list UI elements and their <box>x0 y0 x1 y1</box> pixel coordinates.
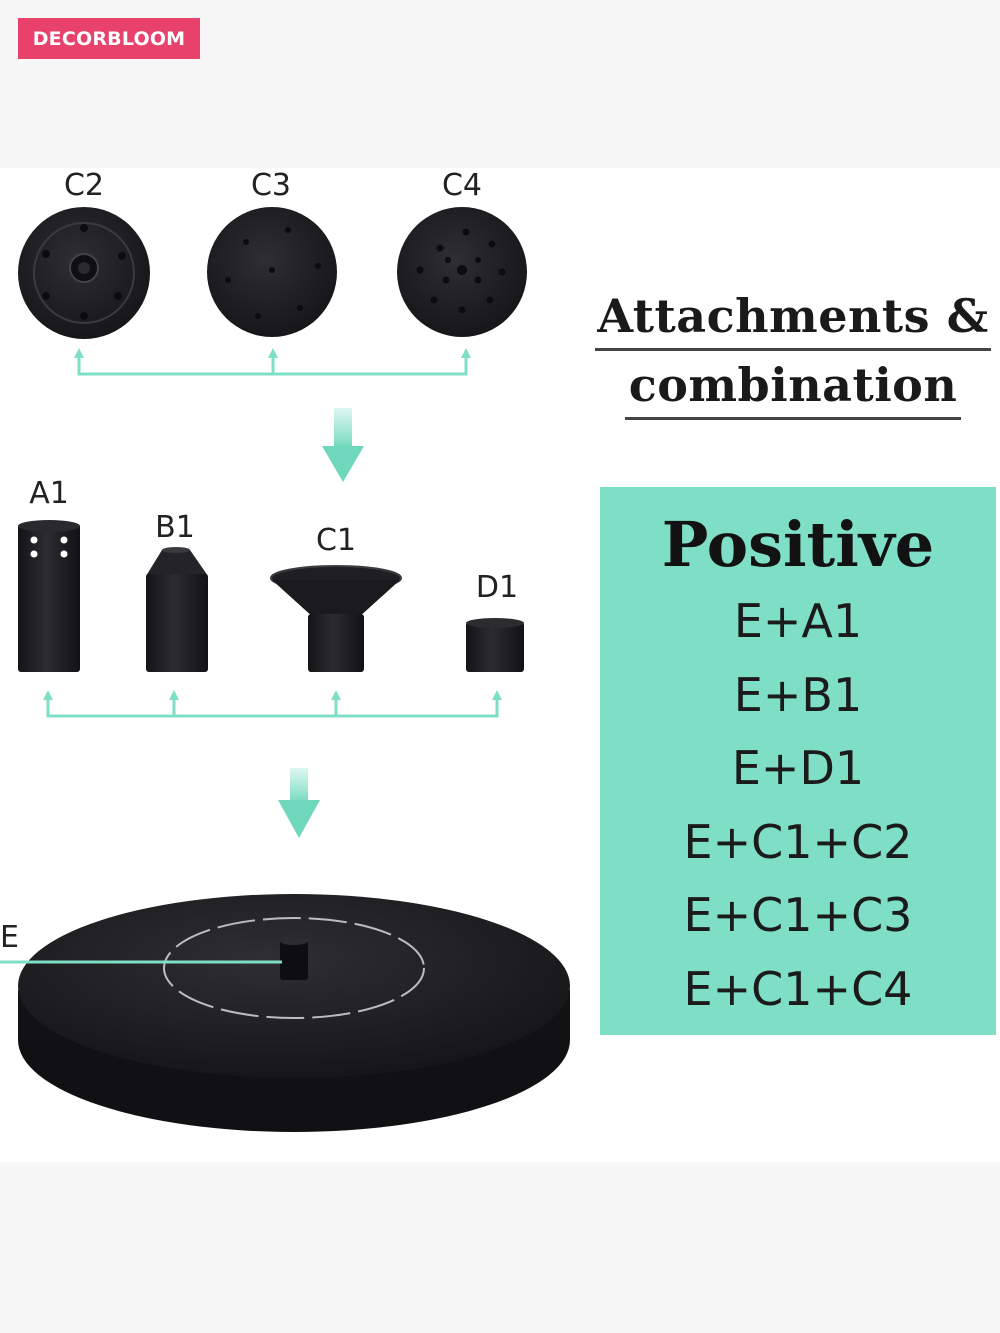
label-d1: D1 <box>475 570 519 605</box>
combination-item: E+D1 <box>731 741 865 795</box>
heading-line-2: combination <box>624 355 962 420</box>
combination-item: E+C1+C3 <box>683 888 913 942</box>
label-b1: B1 <box>155 510 195 545</box>
combination-item: E+B1 <box>733 667 863 722</box>
bracket-middle <box>46 698 499 718</box>
nozzle-d1 <box>466 618 524 672</box>
nozzle-b1 <box>146 547 208 672</box>
product-image: C2 C3 C4 A1 B1 C1 D1 E Attachments & com… <box>0 168 1000 1162</box>
bracket-middle-arrows <box>43 690 502 700</box>
nozzle-c2 <box>18 207 150 339</box>
label-c3: C3 <box>250 168 292 203</box>
nozzle-c1 <box>270 565 402 672</box>
bracket-top <box>77 356 468 376</box>
label-c2: C2 <box>63 168 105 203</box>
combination-panel: Positive E+A1 E+B1 E+D1 E+C1+C2 E+C1+C3 … <box>600 487 996 1035</box>
combination-item: E+A1 <box>733 594 863 648</box>
down-arrow-2 <box>278 768 320 838</box>
combination-item: E+C1+C2 <box>683 814 913 869</box>
label-c1: C1 <box>315 523 357 558</box>
product-illustration <box>0 207 570 1132</box>
combination-list: E+A1 E+B1 E+D1 E+C1+C2 E+C1+C3 E+C1+C4 <box>600 585 996 1026</box>
label-a1: A1 <box>29 476 69 511</box>
heading-line-1: Attachments & <box>595 286 991 351</box>
solar-pump-base <box>0 894 570 1132</box>
label-c4: C4 <box>441 168 483 203</box>
combination-item: E+C1+C4 <box>683 961 913 1016</box>
nozzle-c4 <box>397 207 527 337</box>
nozzle-a1 <box>18 520 80 672</box>
nozzle-c3 <box>207 207 337 337</box>
down-arrow-1 <box>322 408 364 482</box>
bracket-top-arrows <box>74 348 471 358</box>
combination-title: Positive <box>661 508 935 581</box>
label-e: E <box>0 920 19 955</box>
brand-badge: DECORBLOOM <box>18 18 200 59</box>
section-heading: Attachments & combination <box>588 286 998 420</box>
